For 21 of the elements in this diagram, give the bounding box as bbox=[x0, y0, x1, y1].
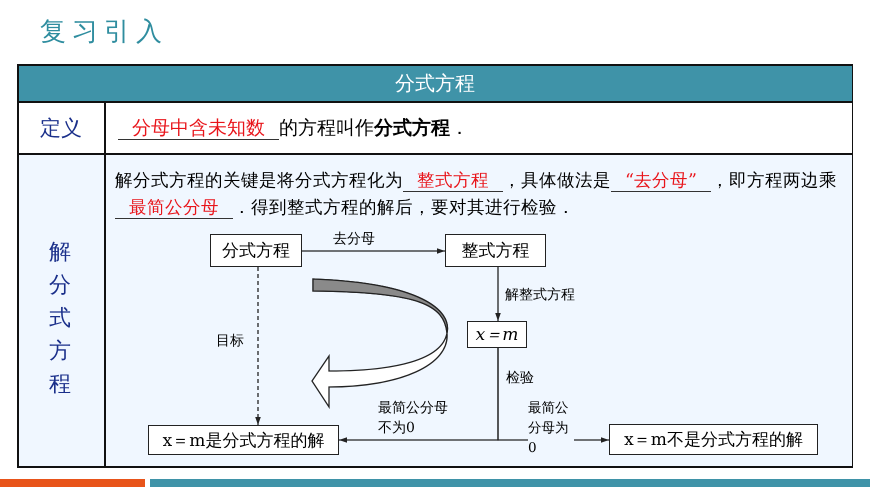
fill-in-line: “去分母” bbox=[611, 171, 711, 192]
sentence-text: 解分式方程的关键是将分式方程化为 bbox=[115, 171, 403, 191]
row-heading: 定义 bbox=[39, 114, 83, 142]
fill-in-line: 整式方程 bbox=[403, 171, 503, 192]
sentence-text: ．得到整式方程的解后，要对其进行检验． bbox=[233, 198, 575, 218]
process-box: x＝m不是分式方程的解 bbox=[609, 424, 818, 455]
arrow bbox=[495, 267, 501, 321]
sentence-text: ，具体做法是 bbox=[503, 171, 611, 191]
row-heading: 解分式方程 bbox=[49, 239, 72, 399]
sentence-text: ，即方程两边乘 bbox=[710, 171, 837, 191]
process-box: 分式方程 bbox=[210, 234, 302, 267]
fill-in-line: 分母中含未知数 bbox=[118, 117, 279, 140]
process-box: x＝m是分式方程的解 bbox=[148, 425, 339, 455]
process-box: 整式方程 bbox=[445, 234, 546, 267]
arrow bbox=[302, 248, 445, 254]
arrow bbox=[255, 267, 261, 425]
table-header: 分式方程 bbox=[18, 66, 852, 101]
process-box: x＝m bbox=[467, 321, 527, 348]
sentence-text: 的方程叫作分式方程． bbox=[279, 117, 469, 139]
page-title: 复习引入 bbox=[40, 16, 168, 49]
fill-in-line: 最简公分母 bbox=[115, 198, 233, 219]
